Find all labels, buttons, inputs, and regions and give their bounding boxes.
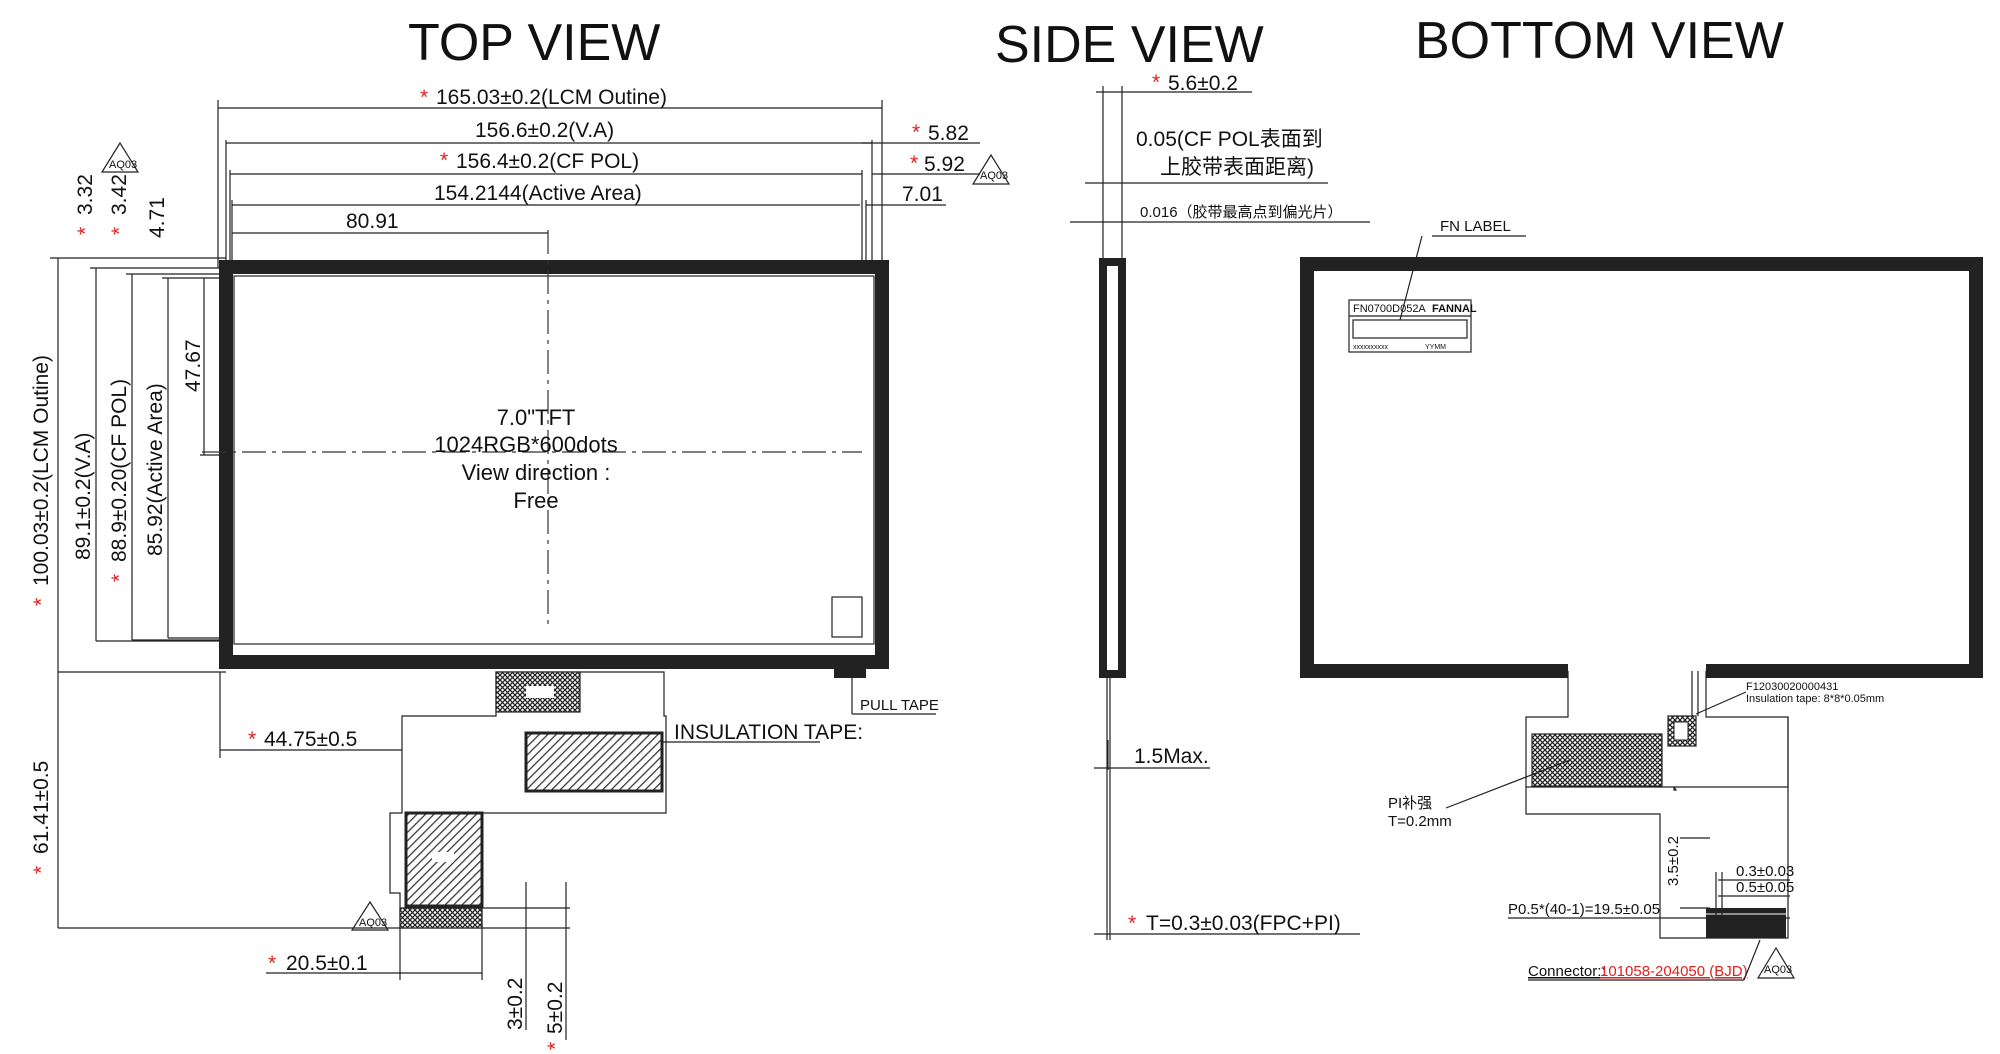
svg-text:*: *: [108, 227, 131, 235]
insulation-spec: Insulation tape: 8*8*0.05mm: [1746, 693, 1884, 705]
dim-3-5: 3.5±0.2: [1665, 836, 1682, 886]
svg-text:*: *: [30, 866, 53, 874]
va-height: 89.1±0.2(V.A): [72, 433, 95, 561]
dim-5: 5±0.2: [544, 982, 567, 1034]
fpc-gold-fingers: [399, 907, 483, 929]
svg-text:AQ03: AQ03: [980, 170, 1008, 182]
svg-text:AQ03: AQ03: [359, 917, 387, 929]
active-area-width: 154.2144(Active Area): [434, 182, 642, 205]
part-number: F12030020000431: [1746, 681, 1838, 693]
svg-text:*: *: [910, 152, 918, 175]
cf-pol-height: 88.9±0.20(CF POL): [108, 379, 131, 562]
right-margin-582: 5.82: [928, 122, 969, 145]
fpc-length-dim: 61.41±0.5: [30, 761, 53, 854]
active-area-height: 85.92(Active Area): [144, 383, 167, 556]
cf-pol-distance-line1: 0.05(CF POL表面到: [1136, 128, 1323, 151]
svg-text:*: *: [1152, 71, 1160, 94]
connector-part: 101058-204050 (BJD): [1600, 963, 1748, 980]
fn-label-code: xxxxxxxxxx: [1353, 344, 1389, 351]
lcm-outline-width: 165.03±0.2(LCM Outine): [436, 86, 667, 109]
dim-0-5: 0.5±0.05: [1736, 879, 1794, 896]
aq03-badge-bottom: AQ03: [1756, 946, 1796, 979]
bottom-view-title: BOTTOM VIEW: [1415, 12, 1784, 70]
fn-label-brand: FANNAL: [1432, 303, 1477, 315]
dim-0-3: 0.3±0.03: [1736, 863, 1794, 880]
panel-size-label: 7.0"TFT: [497, 405, 576, 430]
top-view: 7.0"TFT 1024RGB*600dots View direction :…: [30, 86, 1011, 1050]
side-max-thickness: 1.5Max.: [1134, 745, 1209, 768]
bottom-view: FN0700D052A FANNAL xxxxxxxxxx YYMM FN LA…: [1300, 218, 1983, 981]
left-margin-342: 3.42: [108, 174, 131, 215]
view-direction-label: View direction :: [462, 460, 611, 485]
side-panel: [1099, 258, 1126, 678]
svg-text:*: *: [268, 952, 276, 975]
bottom-frame: [1300, 257, 1983, 678]
side-thickness: 5.6±0.2: [1168, 72, 1238, 95]
va-width: 156.6±0.2(V.A): [475, 119, 614, 142]
center-y-dim: 47.67: [182, 339, 205, 392]
pull-tape-label: PULL TAPE: [860, 697, 939, 714]
cf-pol-distance-line2: 上胶带表面距离): [1160, 156, 1314, 179]
view-direction-value: Free: [513, 488, 558, 513]
bottom-fpc-lower: [1525, 717, 1789, 939]
aq03-badge-fpc: AQ03: [350, 900, 390, 931]
connector-prefix: Connector::: [1528, 963, 1606, 980]
pi-stiffener-label: PI补强: [1388, 795, 1432, 812]
left-margin-332: 3.32: [74, 174, 97, 215]
pi-stiffener-thickness: T=0.2mm: [1388, 813, 1452, 830]
top-view-title: TOP VIEW: [408, 14, 660, 72]
aq03-badge-top-left: AQ03: [100, 141, 140, 173]
side-view-title: SIDE VIEW: [995, 16, 1264, 74]
fn-label-caption: FN LABEL: [1440, 218, 1511, 235]
svg-text:*: *: [248, 728, 256, 751]
cf-pol-width: 156.4±0.2(CF POL): [456, 150, 639, 173]
right-margin-701: 7.01: [902, 183, 943, 206]
bottom-fpc-upper: [1525, 671, 1789, 791]
fpc-offset-dim: 44.75±0.5: [264, 728, 357, 751]
insulation-tape-area: [524, 731, 664, 793]
left-margin-471: 4.71: [146, 197, 169, 238]
right-margin-592: 5.92: [924, 153, 965, 176]
svg-text:AQ03: AQ03: [109, 159, 137, 171]
bottom-connector-fingers: [1706, 908, 1786, 938]
resolution-label: 1024RGB*600dots: [434, 432, 617, 457]
insulation-tape-label: INSULATION TAPE:: [674, 721, 863, 744]
dim-3: 3±0.2: [504, 978, 527, 1030]
side-view: * 5.6±0.2 0.05(CF POL表面到 上胶带表面距离) 0.016（…: [1070, 71, 1370, 940]
pitch-dim: P0.5*(40-1)=19.5±0.05: [1508, 901, 1660, 918]
fn-label-date: YYMM: [1425, 344, 1446, 351]
center-x-dim: 80.91: [346, 210, 399, 233]
lcm-outline-height: 100.03±0.2(LCM Outine): [30, 355, 53, 586]
svg-text:*: *: [1128, 912, 1136, 935]
svg-text:*: *: [108, 574, 131, 582]
pull-tape-end: [834, 662, 866, 678]
fpc-thickness: T=0.3±0.03(FPC+PI): [1146, 912, 1341, 935]
active-area-frame: [233, 275, 875, 645]
svg-text:*: *: [420, 86, 428, 109]
svg-text:*: *: [544, 1042, 567, 1050]
svg-text:*: *: [440, 149, 448, 172]
fn-label-part: FN0700D052A: [1353, 303, 1426, 315]
svg-text:*: *: [912, 121, 920, 144]
pull-tape-tab: [831, 596, 863, 638]
svg-text:*: *: [30, 598, 53, 606]
svg-text:*: *: [74, 227, 97, 235]
svg-text:AQ03: AQ03: [1764, 964, 1792, 976]
tape-distance: 0.016（胶带最高点到偏光片）: [1140, 204, 1343, 221]
lcm-outline: [219, 260, 889, 669]
pi-stiffener: [1531, 733, 1663, 787]
fpc-width-dim: 20.5±0.1: [286, 952, 368, 975]
fn-label-box: FN0700D052A FANNAL xxxxxxxxxx YYMM: [1348, 299, 1477, 353]
aq03-badge-top-right: AQ03: [971, 153, 1011, 185]
